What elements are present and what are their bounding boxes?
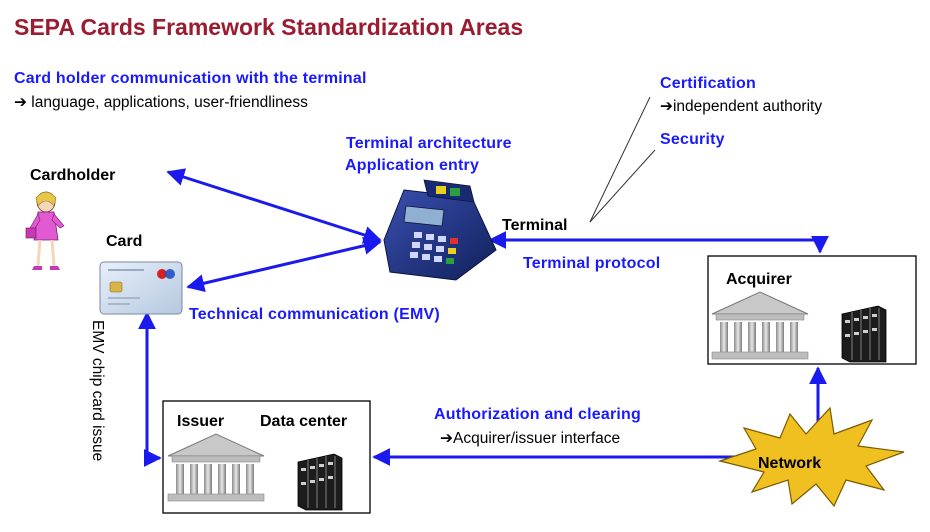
certification-detail: ➔independent authority: [660, 98, 823, 115]
terminal-acquirer-arrow: [488, 231, 829, 254]
terminal-protocol-label: Terminal protocol: [523, 255, 661, 272]
data-center-label: Data center: [260, 413, 348, 430]
card-terminal-arrow: [186, 236, 382, 293]
bank-building-icon: [711, 291, 809, 360]
server-rack-icon: [841, 305, 887, 363]
card-issuer-arrow: [138, 311, 162, 467]
card-label: Card: [106, 233, 143, 250]
cardholder-label: Cardholder: [30, 167, 116, 184]
network-label: Network: [758, 455, 822, 472]
cardholder-terminal-arrow: [166, 168, 382, 244]
emv-chip-card-issue-label: EMV chip card issue: [89, 320, 106, 462]
bank-building-icon: [167, 433, 265, 502]
terminal-label: Terminal: [502, 217, 568, 234]
cardholder-communication-heading: Card holder communication with the termi…: [14, 70, 367, 87]
security-callout-line: [589, 149, 656, 223]
cardholder-communication-detail: ➔ language, applications, user-friendlin…: [14, 94, 308, 111]
explosion-star-icon: [717, 406, 905, 508]
bank-card-icon: [99, 261, 183, 315]
authorization-clearing-detail: ➔Acquirer/issuer interface: [440, 430, 621, 447]
security-label: Security: [660, 131, 725, 148]
terminal-architecture-label: Terminal architecture: [346, 135, 512, 152]
certification-callout-line: [589, 96, 651, 223]
certification-heading: Certification: [660, 75, 756, 92]
application-entry-label: Application entry: [345, 157, 480, 174]
acquirer-label: Acquirer: [726, 271, 792, 288]
page-title: SEPA Cards Framework Standardization Are…: [14, 14, 524, 40]
person-icon: [25, 191, 65, 270]
issuer-label: Issuer: [177, 413, 225, 430]
technical-communication-label: Technical communication (EMV): [189, 306, 440, 323]
pos-terminal-icon: [383, 179, 497, 281]
authorization-clearing-heading: Authorization and clearing: [434, 406, 641, 423]
server-rack-icon: [297, 453, 343, 511]
